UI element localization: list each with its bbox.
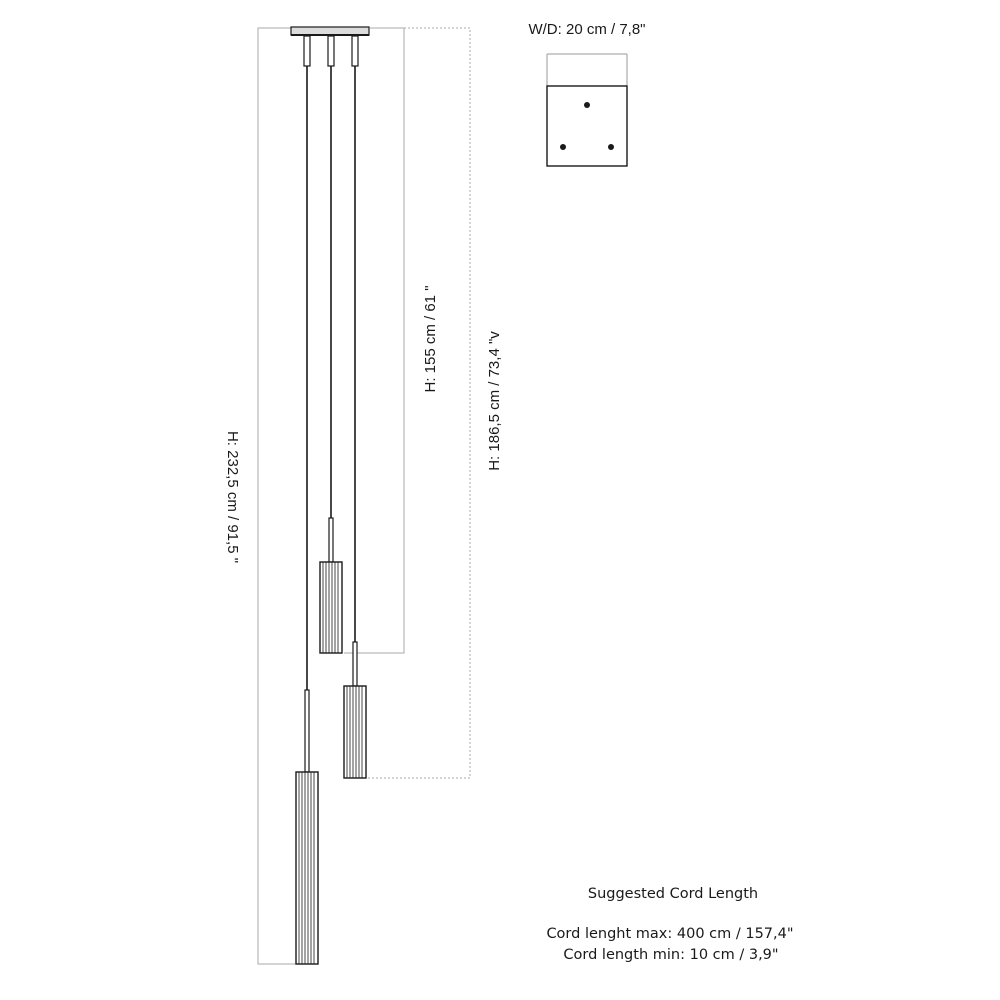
cord-hole-dot [560,144,566,150]
width-depth-label: W/D: 20 cm / 7,8" [528,21,645,38]
height-short-label: H: 155 cm / 61 " [422,285,439,392]
pendant-short [319,517,343,654]
canopy-top-view [546,53,628,167]
cord-hole-dot [584,102,590,108]
cords [306,66,356,690]
cord-min: Cord length min: 10 cm / 3,9" [563,947,778,963]
dimension-frame-long [257,27,306,965]
dimension-frame-mid [366,27,471,779]
dimension-frame-short [344,27,405,654]
cord-max: Cord lenght max: 400 cm / 157,4" [546,926,793,942]
cord-heading: Suggested Cord Length [588,886,758,902]
pendant-long [295,689,319,965]
pendant-mid [343,641,367,779]
cord-hole-dot [608,144,614,150]
height-long-label: H: 232,5 cm / 91,5 " [224,431,241,563]
dimension-lines [257,27,471,965]
height-mid-label: H: 186,5 cm / 73,4 "v [486,331,503,471]
ceiling-canopy [290,26,370,67]
